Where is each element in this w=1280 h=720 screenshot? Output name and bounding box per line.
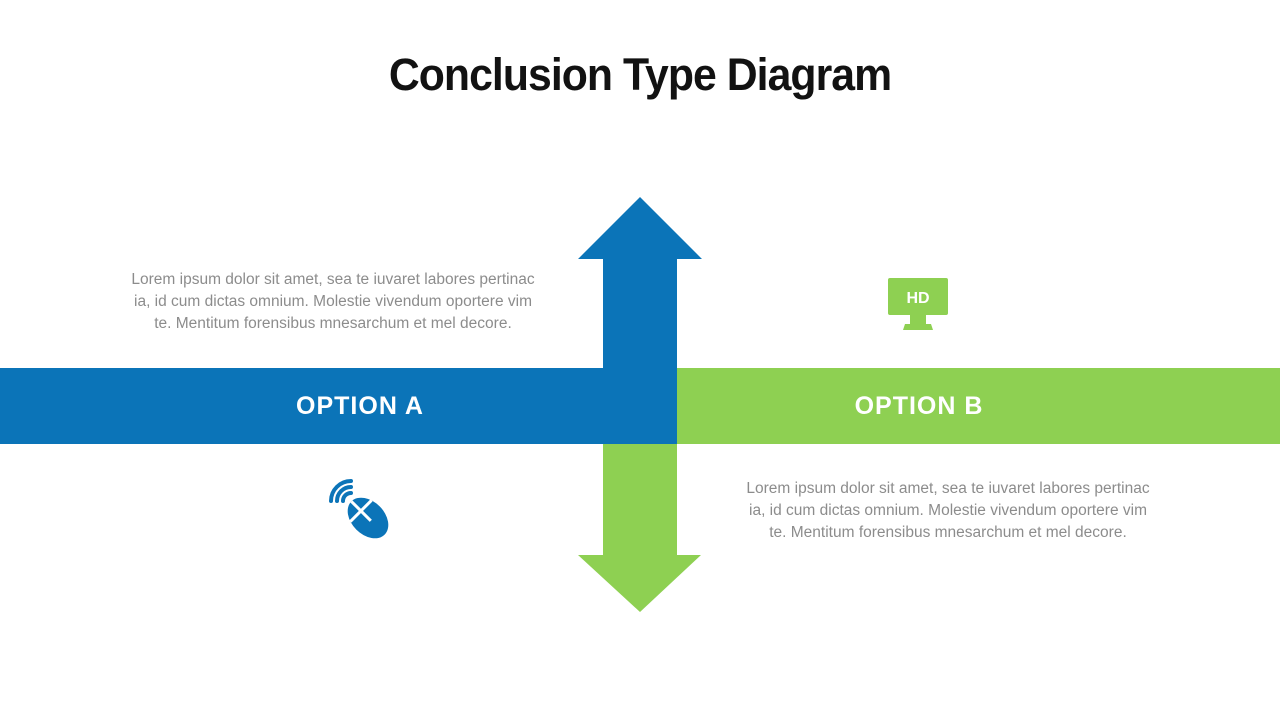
up-arrow: [578, 197, 702, 444]
option-a-band: [0, 368, 677, 444]
option-b-description: Lorem ipsum dolor sit amet, sea te iuvar…: [713, 478, 1183, 544]
page-title: Conclusion Type Diagram: [388, 49, 892, 100]
option-b-band: [677, 368, 1280, 444]
wireless-mouse-icon: [329, 479, 389, 539]
down-arrow: [578, 444, 701, 612]
description-line: Lorem ipsum dolor sit amet, sea te iuvar…: [746, 480, 1150, 497]
description-line: te. Mentitum forensibus mnesarchum et me…: [154, 315, 512, 332]
description-line: ia, id cum dictas omnium. Molestie viven…: [134, 293, 532, 310]
hd-icon-text: HD: [906, 290, 929, 307]
down-arrow-shape: [578, 444, 701, 612]
hd-monitor-icon: HD: [888, 278, 948, 330]
option-b-label: OPTION B: [854, 392, 984, 420]
option-a-description: Lorem ipsum dolor sit amet, sea te iuvar…: [98, 269, 568, 335]
monitor-shape: [888, 278, 948, 330]
option-a-label: OPTION A: [296, 392, 424, 420]
signal-waves: [329, 479, 353, 503]
description-line: ia, id cum dictas omnium. Molestie viven…: [749, 502, 1147, 519]
description-line: te. Mentitum forensibus mnesarchum et me…: [769, 524, 1127, 541]
mouse-body: [347, 497, 389, 539]
up-arrow-shape: [578, 197, 702, 444]
description-line: Lorem ipsum dolor sit amet, sea te iuvar…: [131, 271, 535, 288]
